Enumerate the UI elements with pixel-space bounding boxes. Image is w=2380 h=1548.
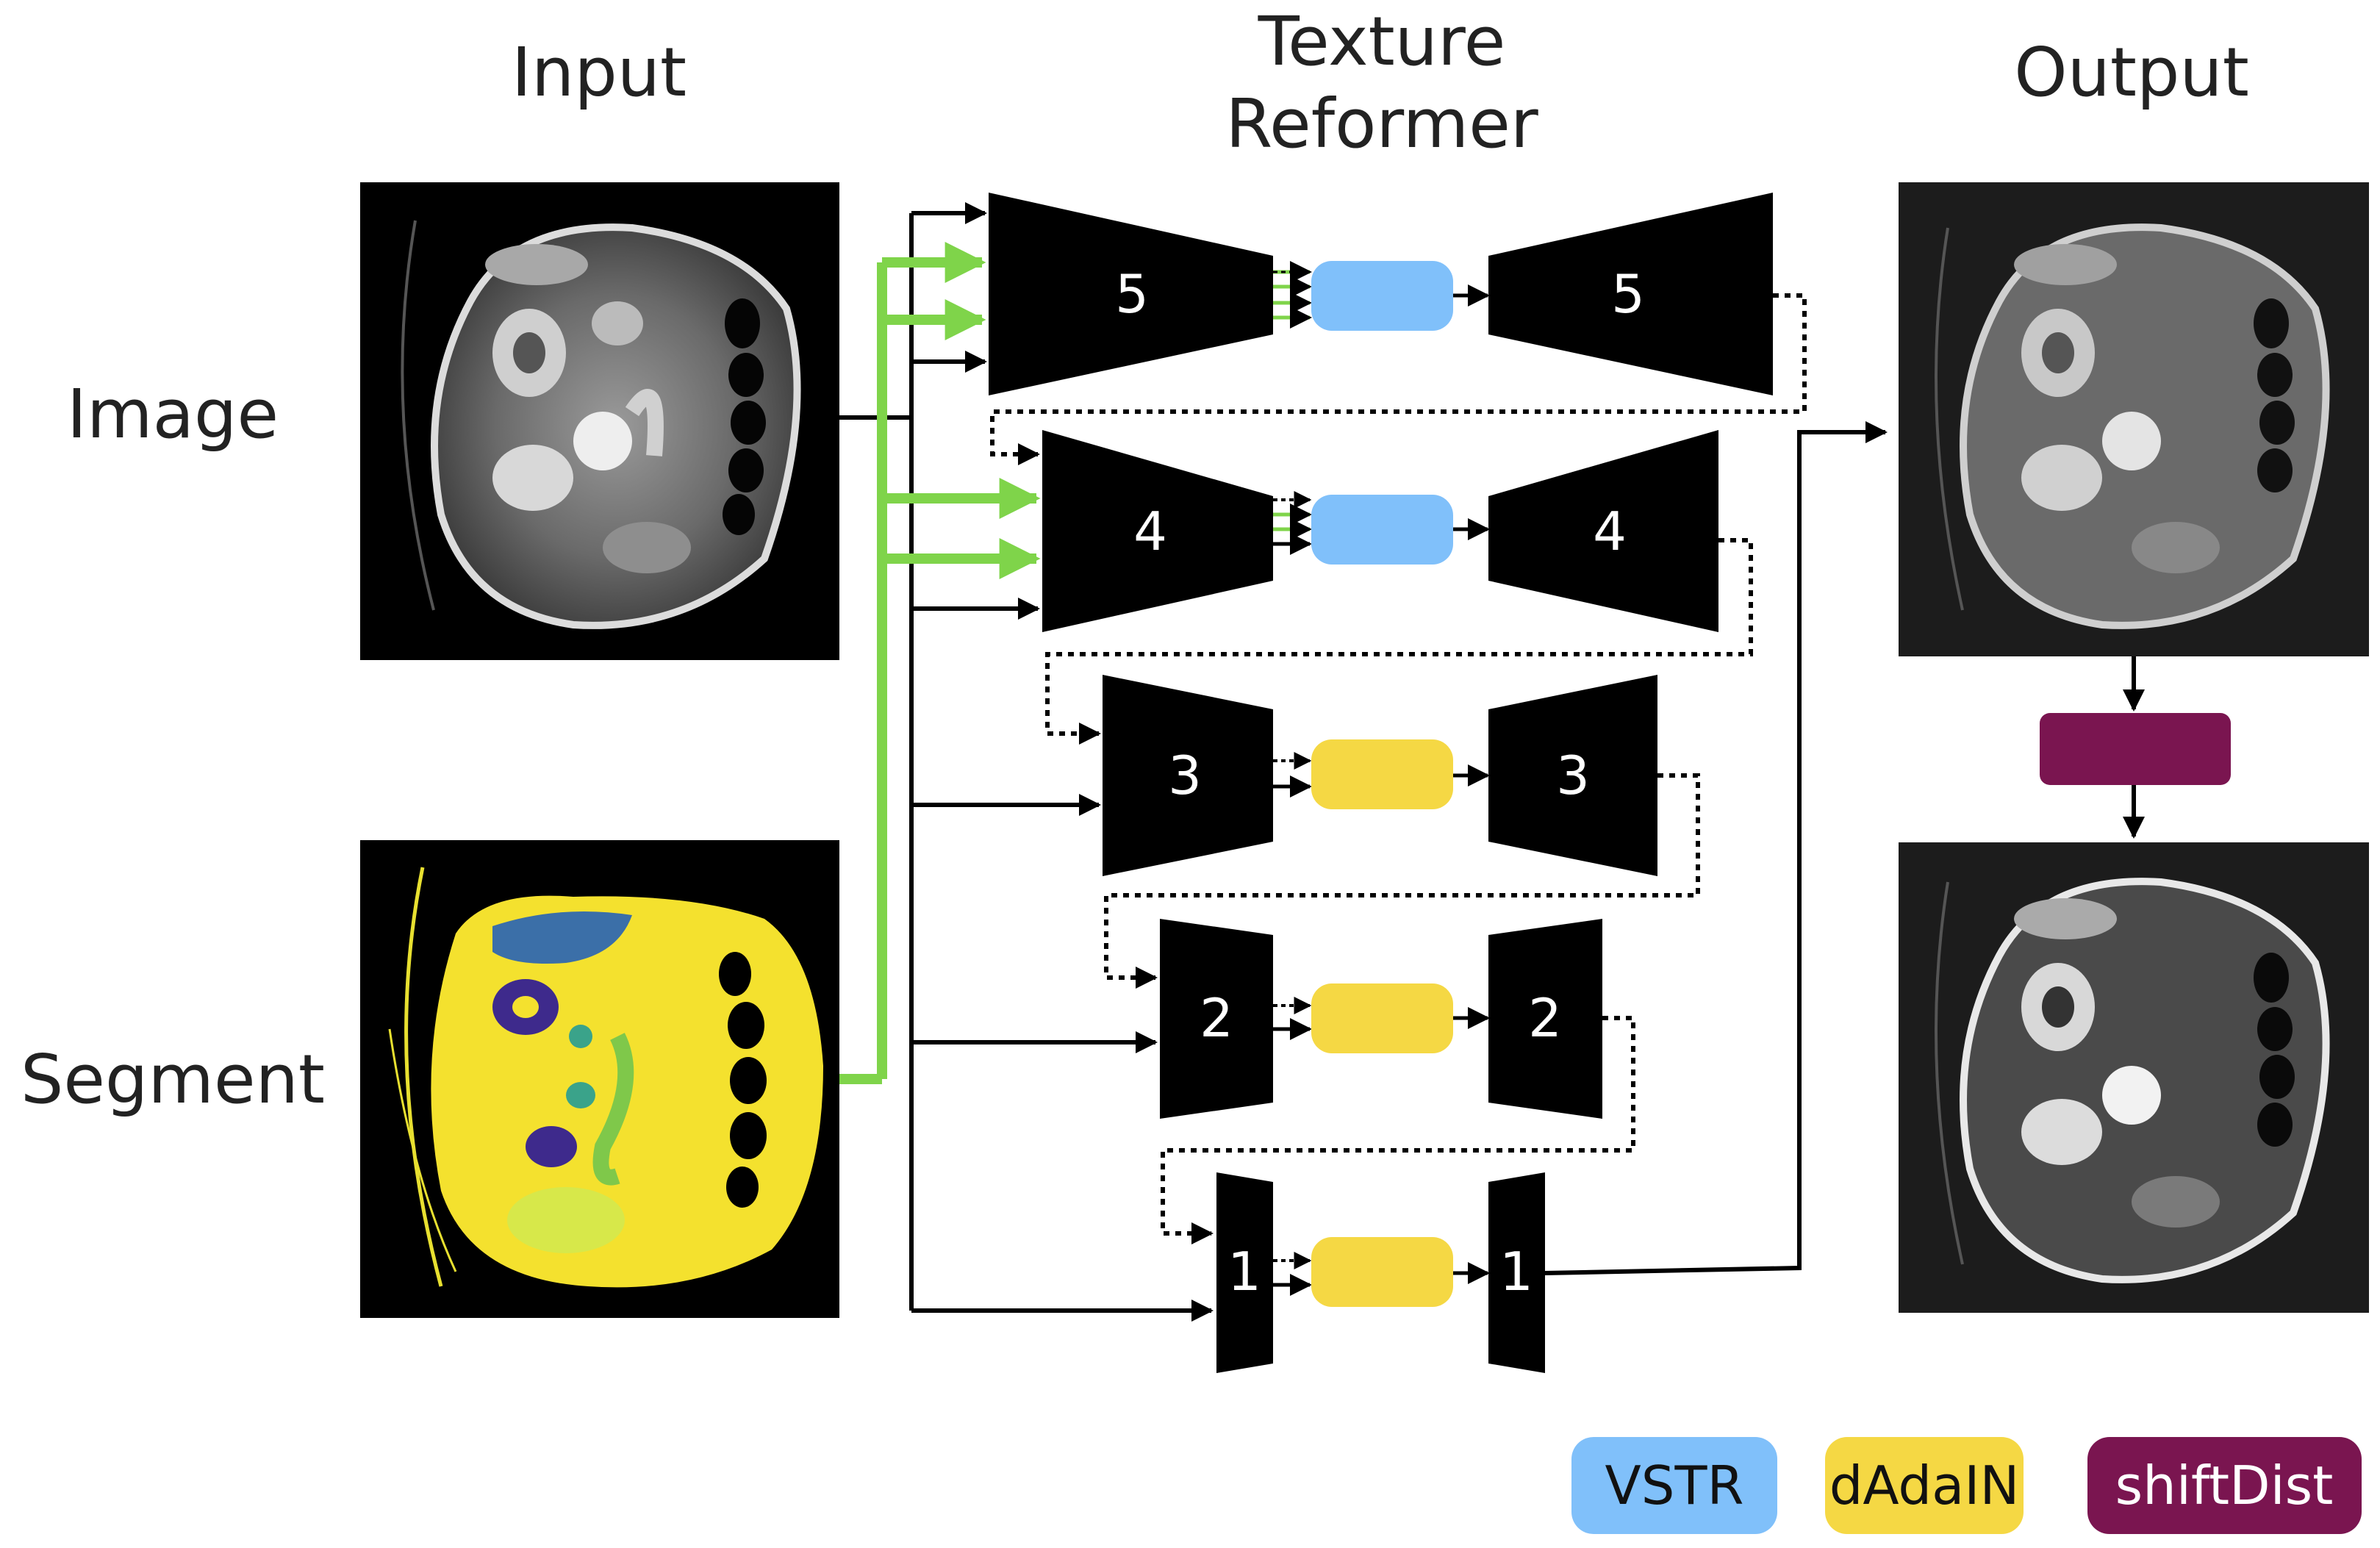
image-row-label: Image	[67, 375, 279, 454]
decoder-label-3: 3	[1556, 745, 1590, 806]
input-header: Input	[512, 33, 687, 112]
level-3: 3 3	[1103, 675, 1657, 876]
decoder-label-1: 1	[1499, 1241, 1533, 1302]
encoder-block-1	[1216, 1172, 1273, 1373]
segment-row-label: Segment	[21, 1040, 325, 1119]
dadain-module-3	[1311, 739, 1453, 809]
legend-shiftdist-swatch	[2087, 1437, 2362, 1534]
legend: VSTR dAdaIN shiftDist	[1571, 1437, 2362, 1534]
decoder-block-5	[1488, 193, 1773, 395]
legend-dadain-label: dAdaIN	[1829, 1455, 2020, 1516]
decoder-label-2: 2	[1528, 987, 1562, 1049]
vstr-module-5	[1311, 261, 1453, 331]
output-ct-image	[1899, 182, 2369, 656]
encoder-label-5: 5	[1115, 263, 1149, 325]
legend-vstr-label: VSTR	[1605, 1455, 1744, 1516]
legend-vstr-swatch	[1571, 1437, 1777, 1534]
texture-reformer-header-line2: Reformer	[1225, 85, 1538, 163]
shiftdist-module	[2040, 713, 2231, 785]
level-1: 1 1	[1216, 1172, 1545, 1373]
encoder-label-2: 2	[1200, 987, 1233, 1049]
level-4: 4 4	[1042, 430, 1718, 632]
segment-map-image	[360, 840, 839, 1318]
encoder-label-4: 4	[1133, 501, 1167, 562]
decoder-label-4: 4	[1593, 501, 1627, 562]
output-header: Output	[2014, 33, 2249, 112]
image-feature-connections	[839, 202, 1214, 1322]
encoder-label-1: 1	[1227, 1241, 1261, 1302]
encoder-block-4	[1042, 430, 1273, 632]
dadain-module-1	[1311, 1237, 1453, 1307]
level-2: 2 2	[1160, 919, 1602, 1119]
decoder-block-3	[1488, 675, 1657, 876]
output-connection	[1544, 421, 2145, 1275]
dadain-module-2	[1311, 983, 1453, 1053]
legend-shiftdist-label: shiftDist	[2115, 1455, 2334, 1516]
texture-reformer-header-line1: Texture	[1258, 2, 1506, 81]
encoder-block-2	[1160, 919, 1273, 1119]
level-cascade-connections	[990, 293, 1807, 1244]
input-ct-image	[360, 182, 839, 660]
vstr-module-4	[1311, 495, 1453, 565]
level-5: 5 5	[989, 193, 1773, 395]
decoder-label-5: 5	[1611, 263, 1645, 325]
encoder-label-3: 3	[1168, 745, 1202, 806]
segment-feature-connections	[839, 242, 1041, 1084]
decoder-block-2	[1488, 919, 1602, 1119]
legend-dadain-swatch	[1825, 1437, 2024, 1534]
encoder-block-3	[1103, 675, 1273, 876]
encoder-block-5	[989, 193, 1273, 395]
final-ct-image	[1899, 842, 2369, 1313]
decoder-block-4	[1488, 430, 1718, 632]
decoder-block-1	[1488, 1172, 1545, 1373]
